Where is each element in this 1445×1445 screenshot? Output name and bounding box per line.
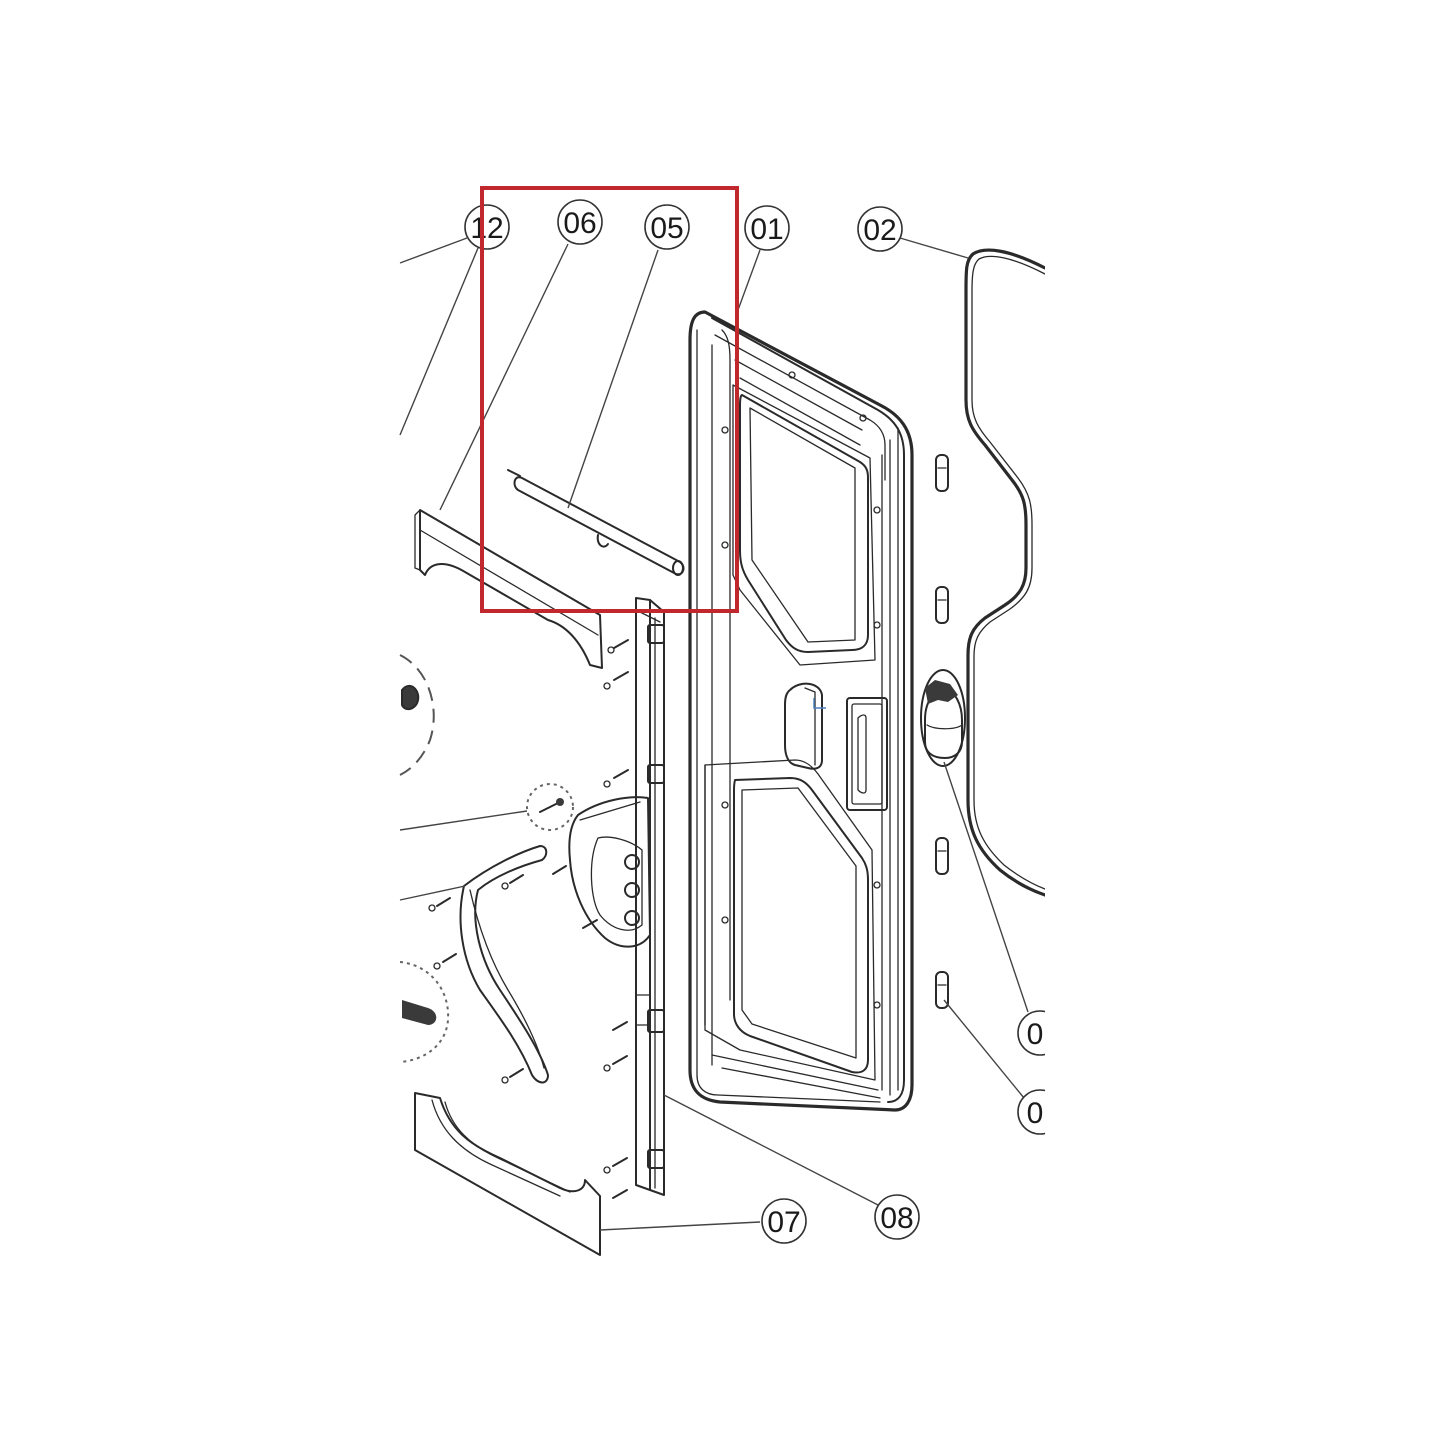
callout-partial-a-label: 0	[1027, 1018, 1044, 1051]
callout-05-label: 05	[650, 212, 683, 245]
callout-12-label: 12	[470, 212, 503, 245]
callout-05: 05	[644, 204, 690, 250]
side-clips	[935, 454, 949, 1009]
callout-07: 07	[761, 1198, 807, 1244]
callout-partial-b-label: 0	[1027, 1097, 1044, 1130]
callout-07-label: 07	[767, 1206, 800, 1239]
screws	[428, 639, 629, 1199]
callout-02: 02	[857, 206, 903, 252]
callout-06-label: 06	[563, 207, 596, 240]
part-01-door-panel	[688, 310, 914, 1112]
callout-08-label: 08	[880, 1202, 913, 1235]
callout-06: 06	[557, 199, 603, 245]
callout-01: 01	[744, 205, 790, 251]
lock-housing	[920, 669, 966, 767]
callout-01-label: 01	[750, 213, 783, 246]
handle-bracket	[568, 796, 651, 948]
leader-lines	[399, 237, 1029, 1231]
grab-handle	[459, 845, 549, 1084]
part-06-upper-trim	[414, 509, 603, 669]
detail-views	[399, 654, 574, 1063]
part-02-seal-gasket	[964, 248, 1047, 897]
crop-mask	[1045, 0, 1445, 1445]
callout-12: 12	[464, 204, 510, 250]
highlight-box	[480, 186, 739, 613]
callout-08: 08	[874, 1194, 920, 1240]
part-08-hinge-rail	[635, 597, 665, 1196]
callout-02-label: 02	[863, 214, 896, 247]
part-05-hinge-pin	[507, 469, 685, 576]
part-07-lower-trim	[414, 1092, 601, 1256]
